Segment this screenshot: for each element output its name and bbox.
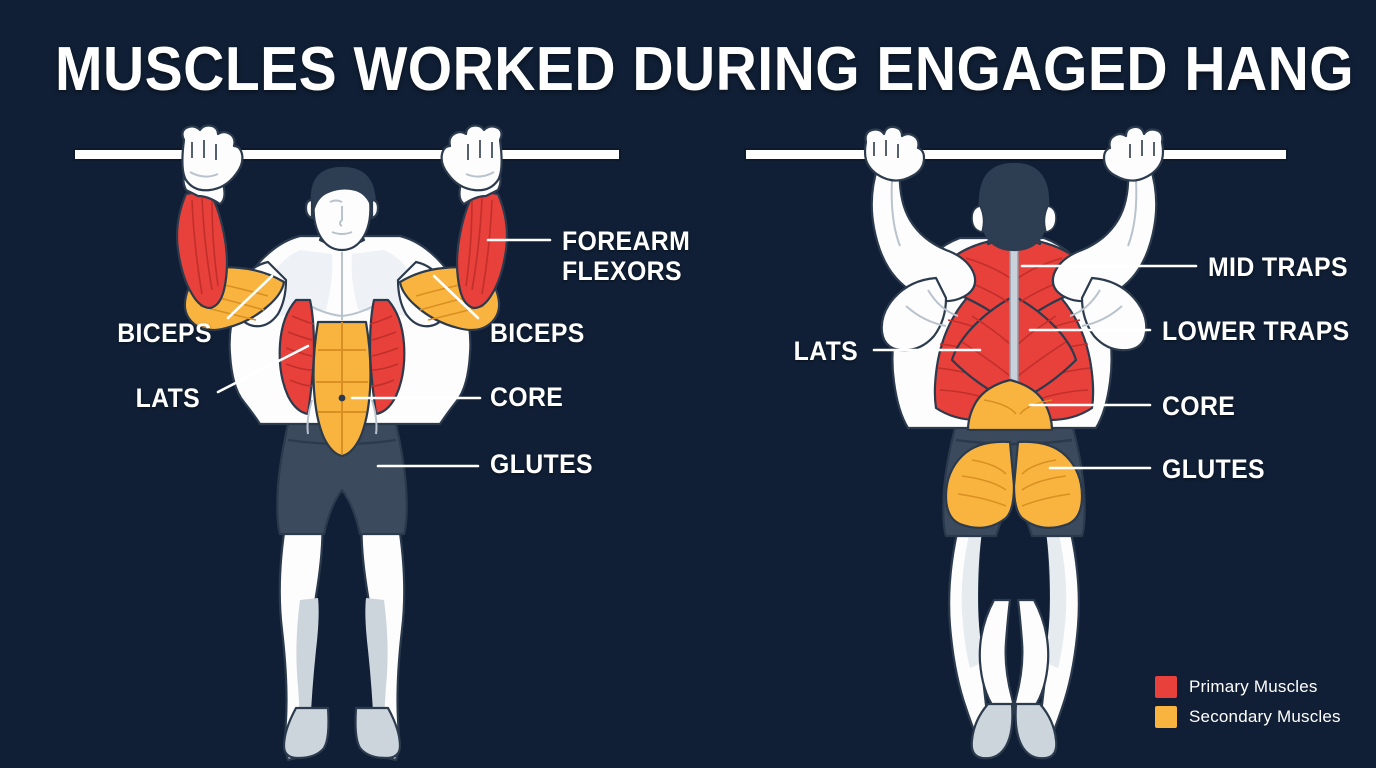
back-body — [863, 125, 1165, 760]
back-delt-left — [880, 276, 948, 352]
label-biceps-left: BICEPS — [117, 318, 212, 348]
legend-swatch-primary — [1155, 676, 1177, 698]
back-hand-right — [1102, 125, 1165, 182]
label-glutes-back: GLUTES — [1162, 454, 1265, 484]
front-hand-left — [181, 124, 244, 192]
legend-swatch-secondary — [1155, 706, 1177, 728]
front-ear-left — [304, 198, 314, 220]
leader-lats — [216, 344, 310, 394]
label-core-front: CORE — [490, 382, 564, 412]
back-traps-lines — [957, 257, 1071, 377]
back-foot-right — [1014, 702, 1058, 760]
back-foot-left — [970, 702, 1014, 760]
page-title: MUSCLES WORKED DURING ENGAGED HANG — [55, 35, 1355, 104]
back-glute-lines-left — [957, 459, 1007, 507]
back-glute-right — [1012, 440, 1084, 529]
back-arm-shading — [890, 179, 1138, 327]
back-arm-left — [870, 164, 977, 303]
front-shorts — [276, 422, 408, 536]
label-lats-back: LATS — [793, 336, 858, 366]
front-leader-lines — [216, 238, 552, 468]
back-glute-left — [944, 440, 1016, 529]
back-waistband — [955, 438, 1073, 446]
front-foot-left — [282, 706, 330, 760]
label-mid-traps: MID TRAPS — [1208, 252, 1348, 282]
front-hand-right — [440, 124, 503, 192]
front-shin-shade-left — [296, 598, 319, 734]
front-forearm-lines-right — [465, 197, 493, 295]
front-lats-striations-left — [285, 315, 315, 387]
back-ear-left — [971, 205, 985, 233]
back-hamstring-shade-left — [961, 530, 984, 668]
front-body — [175, 124, 509, 762]
back-head — [978, 162, 1050, 252]
front-face-features — [329, 199, 353, 235]
back-glute-lines-right — [1021, 459, 1071, 507]
front-oblique-right — [371, 399, 378, 435]
front-abs-group — [312, 320, 372, 458]
front-oblique-left — [306, 399, 313, 435]
label-glutes-front: GLUTES — [490, 449, 593, 479]
front-ear-right — [370, 198, 380, 220]
back-ear-right — [1043, 205, 1057, 233]
label-core-back: CORE — [1162, 391, 1236, 421]
back-leader-lines — [872, 264, 1198, 470]
legend-label-primary: Primary Muscles — [1189, 677, 1318, 696]
label-forearm-flexors-line1: FOREARM — [562, 226, 691, 256]
label-biceps-right: BICEPS — [490, 318, 585, 348]
front-shin-shade-right — [365, 598, 388, 734]
label-lower-traps: LOWER TRAPS — [1162, 316, 1350, 346]
front-hair — [310, 166, 376, 210]
pullup-bar-back — [744, 148, 1288, 161]
front-forearm-left — [175, 188, 229, 310]
back-core — [966, 378, 1054, 432]
front-lats-striations-right — [369, 315, 399, 387]
leader-biceps-left — [226, 274, 274, 320]
legend-item-secondary: Secondary Muscles — [1155, 702, 1341, 732]
legend: Primary Muscles Secondary Muscles — [1155, 672, 1341, 732]
label-forearm-flexors: FOREARM FLEXORS — [562, 226, 690, 286]
legend-item-primary: Primary Muscles — [1155, 672, 1341, 702]
back-arm-right — [1051, 164, 1158, 303]
label-lats-front: LATS — [135, 383, 200, 413]
back-hamstring-shade-right — [1044, 530, 1067, 668]
label-forearm-flexors-line2: FLEXORS — [562, 256, 682, 286]
back-hand-left — [863, 125, 926, 182]
front-abs-lines — [316, 322, 368, 454]
legend-label-secondary: Secondary Muscles — [1189, 707, 1341, 726]
leader-biceps-right — [432, 274, 480, 320]
back-spine — [1010, 238, 1018, 424]
front-foot-right — [354, 706, 402, 760]
front-forearm-right — [455, 188, 509, 310]
front-forearm-lines-left — [191, 197, 219, 295]
pullup-bar-front — [73, 148, 621, 161]
front-navel — [338, 394, 346, 402]
